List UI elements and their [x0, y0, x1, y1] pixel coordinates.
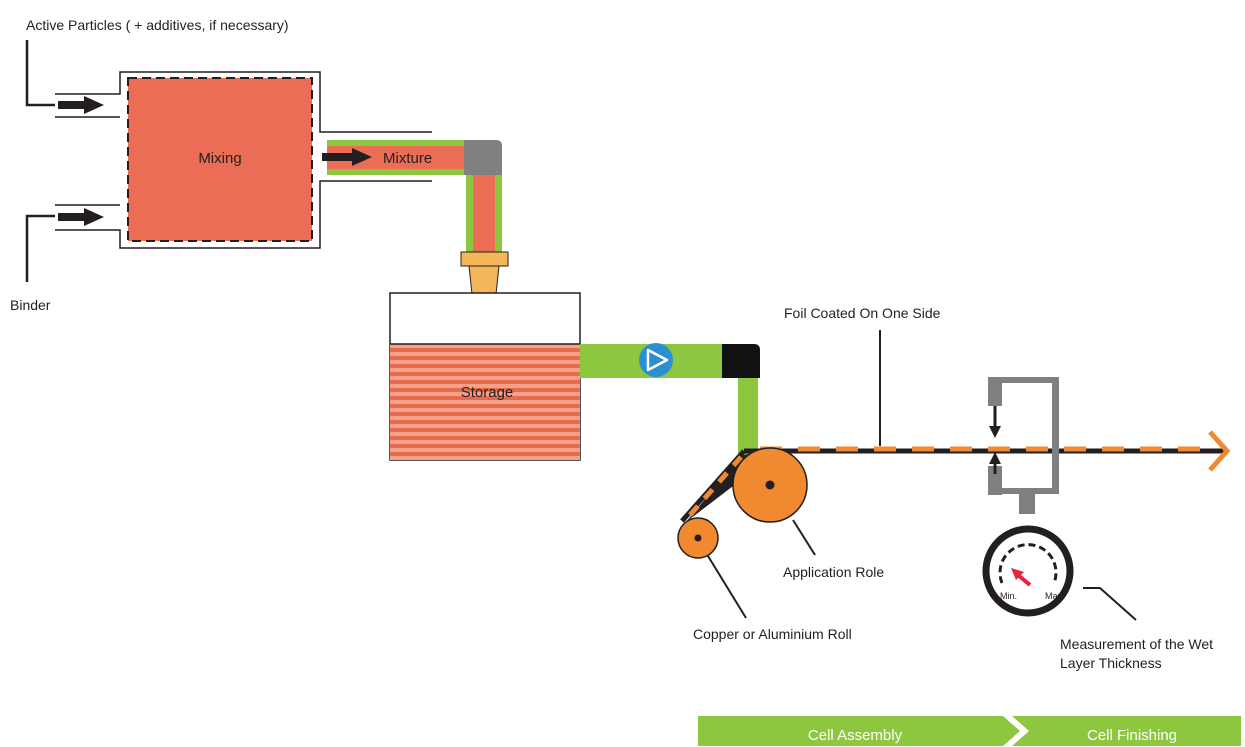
gauge-needle-icon	[1011, 568, 1032, 587]
gauge-min-label: Min.	[1000, 591, 1017, 601]
pump-icon	[639, 343, 673, 377]
binder-label: Binder	[10, 297, 51, 313]
thickness-sensor-frame	[988, 377, 1059, 514]
mixture-pipe-elbow	[464, 140, 502, 175]
thickness-gauge: Min. Max.	[982, 525, 1074, 617]
mixing-label: Mixing	[198, 150, 241, 167]
step-cell-assembly-label: Cell Assembly	[808, 727, 903, 744]
sensor-arrow-down	[989, 406, 1001, 438]
storage-stripe	[390, 396, 580, 400]
gauge-max-label: Max.	[1045, 591, 1065, 601]
mixture-label: Mixture	[383, 150, 432, 167]
storage-stripe	[390, 372, 580, 376]
mixing-chamber	[127, 77, 313, 242]
measurement-callout-line	[1083, 587, 1137, 621]
storage-stripe	[390, 404, 580, 408]
nozzle-flange	[460, 251, 509, 267]
step-cell-finishing	[1012, 716, 1241, 746]
step-cell-assembly	[698, 716, 1020, 746]
binder-lead-line	[25, 214, 55, 282]
copper-roll-label: Copper or Aluminium Roll	[693, 626, 852, 642]
feed-pipe-vertical	[738, 378, 758, 460]
measurement-label-line2: Layer Thickness	[1060, 655, 1162, 671]
mixture-pipe-vertical-fill	[473, 175, 495, 252]
storage-contents	[390, 344, 580, 460]
application-role-label: Application Role	[783, 564, 884, 580]
storage-label: Storage	[461, 384, 514, 401]
measurement-label-line1: Measurement of the Wet	[1060, 636, 1213, 652]
storage-contents-stripes	[390, 348, 580, 456]
storage-stripe	[390, 356, 580, 360]
storage-stripe	[390, 428, 580, 432]
copper-aluminium-roll	[677, 517, 719, 559]
binder-arrow	[58, 208, 104, 226]
storage-stripe	[390, 420, 580, 424]
foil-coated-label: Foil Coated On One Side	[784, 305, 941, 321]
storage-stripe	[390, 412, 580, 416]
mixer-housing	[55, 71, 432, 249]
application-role-callout-line	[792, 519, 816, 556]
active-particles-label: Active Particles ( + additives, if neces…	[26, 17, 289, 33]
storage-stripe	[390, 364, 580, 368]
storage-stripe	[390, 380, 580, 384]
application-roller	[732, 447, 808, 523]
mixture-arrow	[322, 148, 372, 166]
active-particles-arrow	[58, 96, 104, 114]
storage-stripe	[390, 436, 580, 440]
storage-stripe	[390, 444, 580, 448]
storage-stripe	[390, 452, 580, 456]
active-particles-lead-line	[25, 40, 55, 107]
feed-pipe-elbow	[722, 344, 760, 378]
storage-stripe	[390, 388, 580, 392]
mixture-pipe-fill	[327, 146, 464, 169]
storage-stripe	[390, 348, 580, 352]
copper-roll-callout-line	[707, 555, 747, 619]
sensor-arrow-up	[989, 452, 1001, 474]
step-cell-finishing-label: Cell Finishing	[1087, 727, 1177, 744]
